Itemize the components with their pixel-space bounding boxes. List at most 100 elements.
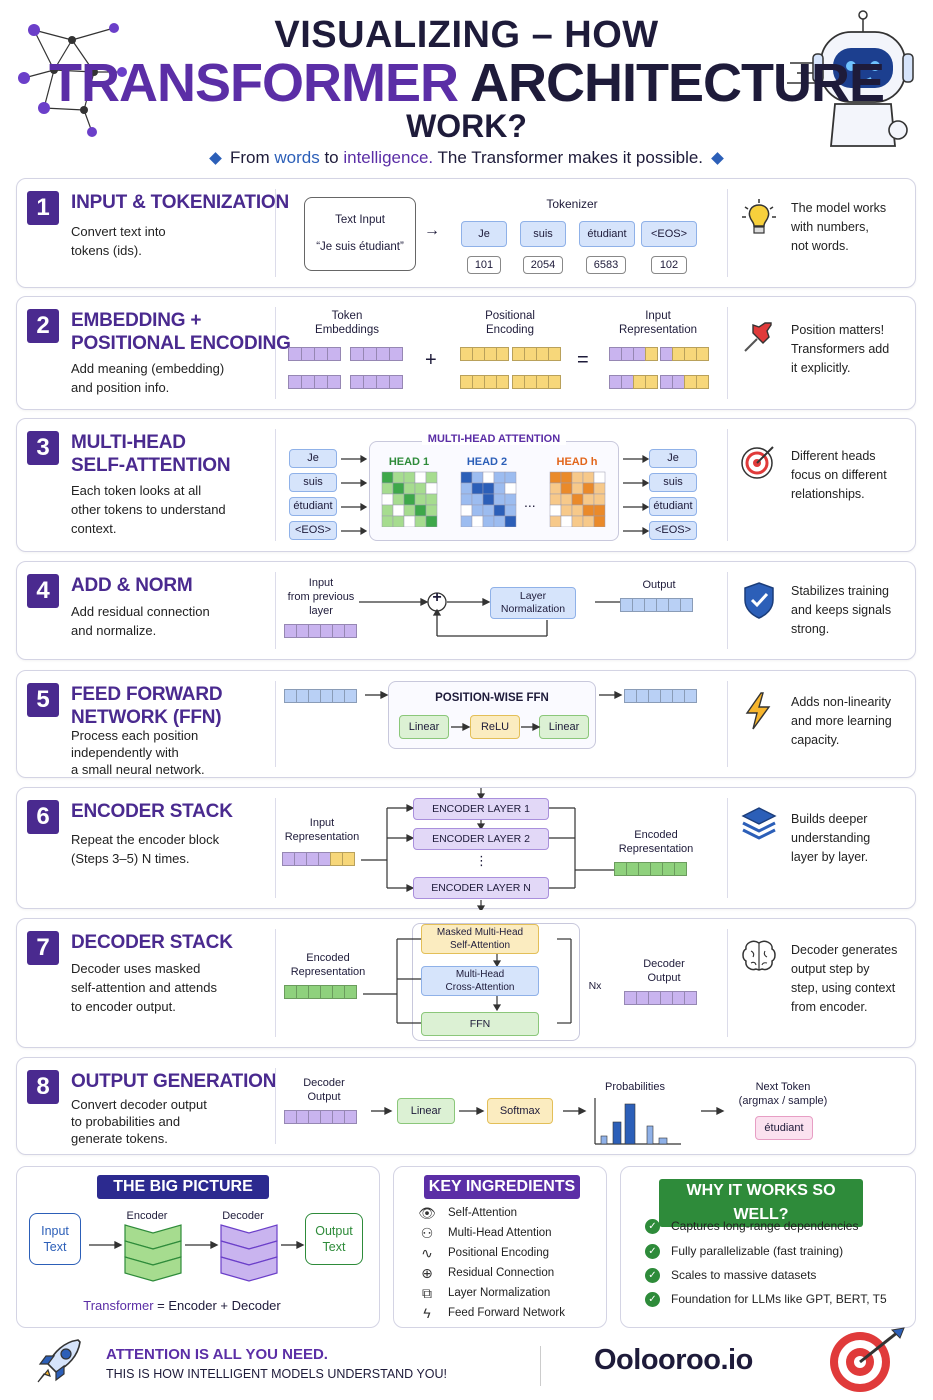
- section-title: ENCODER STACK: [71, 801, 233, 822]
- decoder-output-strip: [284, 1110, 357, 1124]
- wave-icon: ∿: [421, 1245, 433, 1261]
- token: Je: [289, 449, 337, 468]
- section-title: INPUT & TOKENIZATION: [71, 192, 290, 213]
- token: étudiant: [289, 497, 337, 516]
- why-item: Captures long-range dependencies: [671, 1219, 859, 1233]
- next-token-label: Next Token(argmax / sample): [738, 1081, 828, 1107]
- ffn-box: FFN: [421, 1012, 539, 1036]
- token: suis: [520, 221, 566, 247]
- token: étudiant: [579, 221, 635, 247]
- decoder-block-frame: [412, 923, 580, 1041]
- why-it-works-panel: WHY IT WORKS SO WELL? ✓ Captures long-ra…: [620, 1166, 916, 1328]
- lightning-icon: [745, 692, 771, 730]
- section-desc: Repeat the encoder block(Steps 3–5) N ti…: [71, 832, 220, 866]
- equals-sign: =: [577, 349, 589, 371]
- step-number: 8: [27, 1070, 59, 1104]
- next-token: étudiant: [755, 1116, 813, 1140]
- input-representation-strip: [660, 375, 709, 389]
- lightbulb-icon: [742, 199, 776, 234]
- mha-title: MULTI-HEAD ATTENTION: [369, 432, 619, 446]
- head-label: HEAD h: [556, 456, 598, 468]
- token-embedding-strip: [350, 347, 403, 361]
- step-number: 4: [27, 574, 59, 608]
- step-number: 5: [27, 683, 59, 717]
- probability-bar: [646, 1125, 654, 1145]
- check-icon: ✓: [645, 1219, 660, 1234]
- section-input-tokenization: 1 INPUT & TOKENIZATION Convert text into…: [16, 178, 916, 288]
- robot-icon: [787, 10, 914, 147]
- positional-encoding-strip: [460, 375, 509, 389]
- brand-logo: Oolooroo.io: [594, 1344, 753, 1376]
- why-item: Scales to massive datasets: [671, 1268, 817, 1282]
- people-icon: ⚇: [420, 1225, 434, 1241]
- token: <EOS>: [649, 521, 697, 540]
- section-embedding: 2 EMBEDDING +POSITIONAL ENCODING Add mea…: [16, 296, 916, 410]
- decoder-output-strip: [624, 991, 697, 1005]
- input-strip: [282, 852, 355, 866]
- token-embedding-strip: [288, 347, 341, 361]
- encoder-layer-box: ENCODER LAYER 1: [413, 798, 549, 820]
- encoder-label: Encoder: [126, 1210, 168, 1222]
- lightning-icon: ϟ: [423, 1305, 431, 1321]
- attention-head-grid: [381, 471, 438, 527]
- transformer-formula: Transformer = Encoder + Decoder: [83, 1298, 281, 1313]
- diamond-icon: [209, 152, 222, 165]
- token-id: 102: [651, 256, 687, 274]
- ellipsis: ...: [524, 494, 536, 510]
- target-icon: [830, 1327, 905, 1392]
- linear-box: Linear: [539, 715, 589, 739]
- head-label: HEAD 1: [388, 456, 430, 468]
- section-desc: Add meaning (embedding)and position info…: [71, 361, 225, 395]
- token: suis: [649, 473, 697, 492]
- section-output-generation: 8 OUTPUT GENERATION Convert decoder outp…: [16, 1057, 916, 1155]
- probability-bar: [658, 1137, 668, 1145]
- layers-icon: [741, 807, 777, 840]
- positional-encoding-strip: [512, 375, 561, 389]
- section-title: DECODER STACK: [71, 932, 233, 953]
- plus-sign: +: [425, 349, 437, 371]
- footer-tagline: ATTENTION IS ALL YOU NEED. THIS IS HOW I…: [106, 1346, 448, 1381]
- check-icon: ✓: [645, 1244, 660, 1259]
- plus-circle-icon: ⊕: [421, 1265, 433, 1281]
- encoder-decoder-stack-icon: [89, 1224, 305, 1282]
- check-icon: ✓: [645, 1268, 660, 1283]
- key-ingredients-title: KEY INGREDIENTS: [424, 1175, 580, 1199]
- ingredient-item: Feed Forward Network: [448, 1307, 565, 1319]
- token-embedding-strip: [288, 375, 341, 389]
- encoder-layer-box: ENCODER LAYER N: [413, 877, 549, 899]
- encoded-strip: [284, 985, 357, 999]
- step-number: 2: [27, 309, 59, 343]
- ingredient-item: Residual Connection: [448, 1267, 555, 1279]
- why-item: Fully parallelizable (fast training): [671, 1244, 844, 1258]
- ingredient-item: Positional Encoding: [448, 1247, 550, 1259]
- input-strip: [284, 689, 357, 703]
- step-number: 7: [27, 931, 59, 965]
- output-strip: [620, 598, 693, 612]
- section-title: OUTPUT GENERATION: [71, 1071, 277, 1092]
- diamond-icon: [711, 152, 724, 165]
- linear-box: Linear: [397, 1098, 455, 1124]
- ingredient-item: Self-Attention: [448, 1207, 518, 1219]
- probability-bar: [600, 1135, 608, 1145]
- rocket-icon: [37, 1339, 81, 1383]
- eye-icon: 👁: [418, 1205, 436, 1221]
- token: <EOS>: [641, 221, 697, 247]
- token-embedding-strip: [350, 375, 403, 389]
- probability-bar: [624, 1103, 636, 1145]
- input-representation-strip: [660, 347, 709, 361]
